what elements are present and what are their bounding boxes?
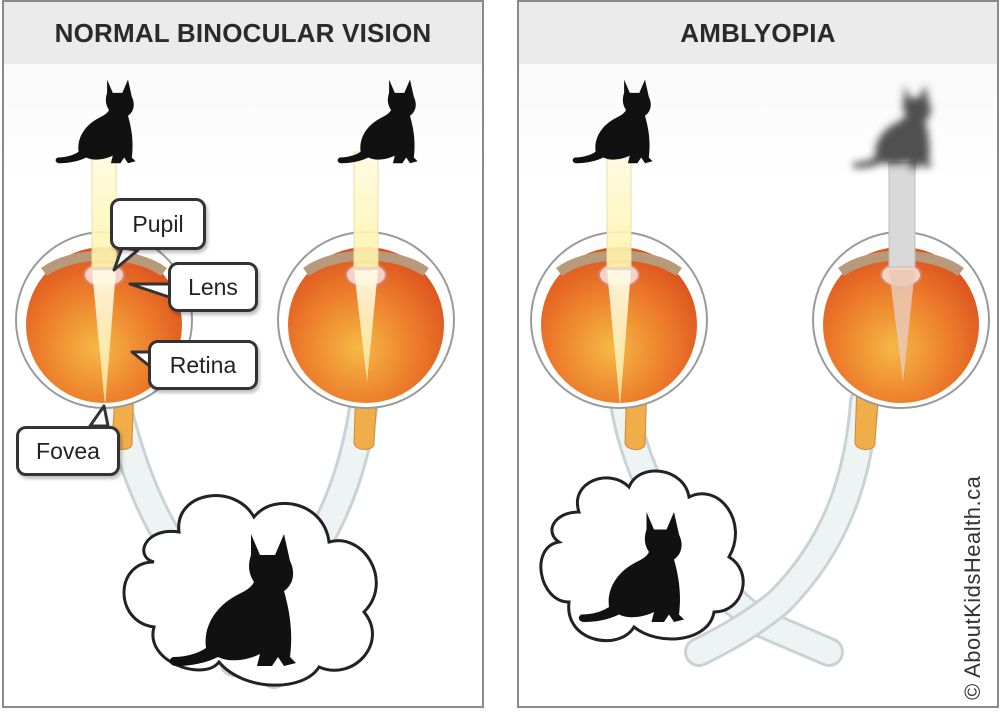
normal-vision-illustration	[15, 79, 455, 689]
cat-silhouette-icon	[337, 79, 418, 164]
label-retina: Retina	[148, 340, 258, 390]
cat-silhouette-icon	[55, 79, 136, 164]
panel-amblyopia: AMBLYOPIA	[517, 0, 999, 708]
amblyopia-illustration	[530, 79, 990, 667]
blurry-cat-silhouette-icon	[852, 84, 933, 169]
copyright-credit: © AboutKidsHealth.ca	[960, 475, 985, 700]
label-fovea: Fovea	[16, 426, 120, 476]
panel-title-normal: NORMAL BINOCULAR VISION	[4, 2, 482, 64]
label-pupil: Pupil	[110, 198, 206, 250]
panel-normal-vision: NORMAL BINOCULAR VISION	[2, 0, 484, 708]
light-beam	[606, 151, 916, 407]
panel-title-amblyopia: AMBLYOPIA	[519, 2, 997, 64]
cat-silhouette-icon	[572, 79, 653, 164]
label-lens: Lens	[168, 262, 258, 312]
thought-cloud-icon	[539, 469, 745, 643]
